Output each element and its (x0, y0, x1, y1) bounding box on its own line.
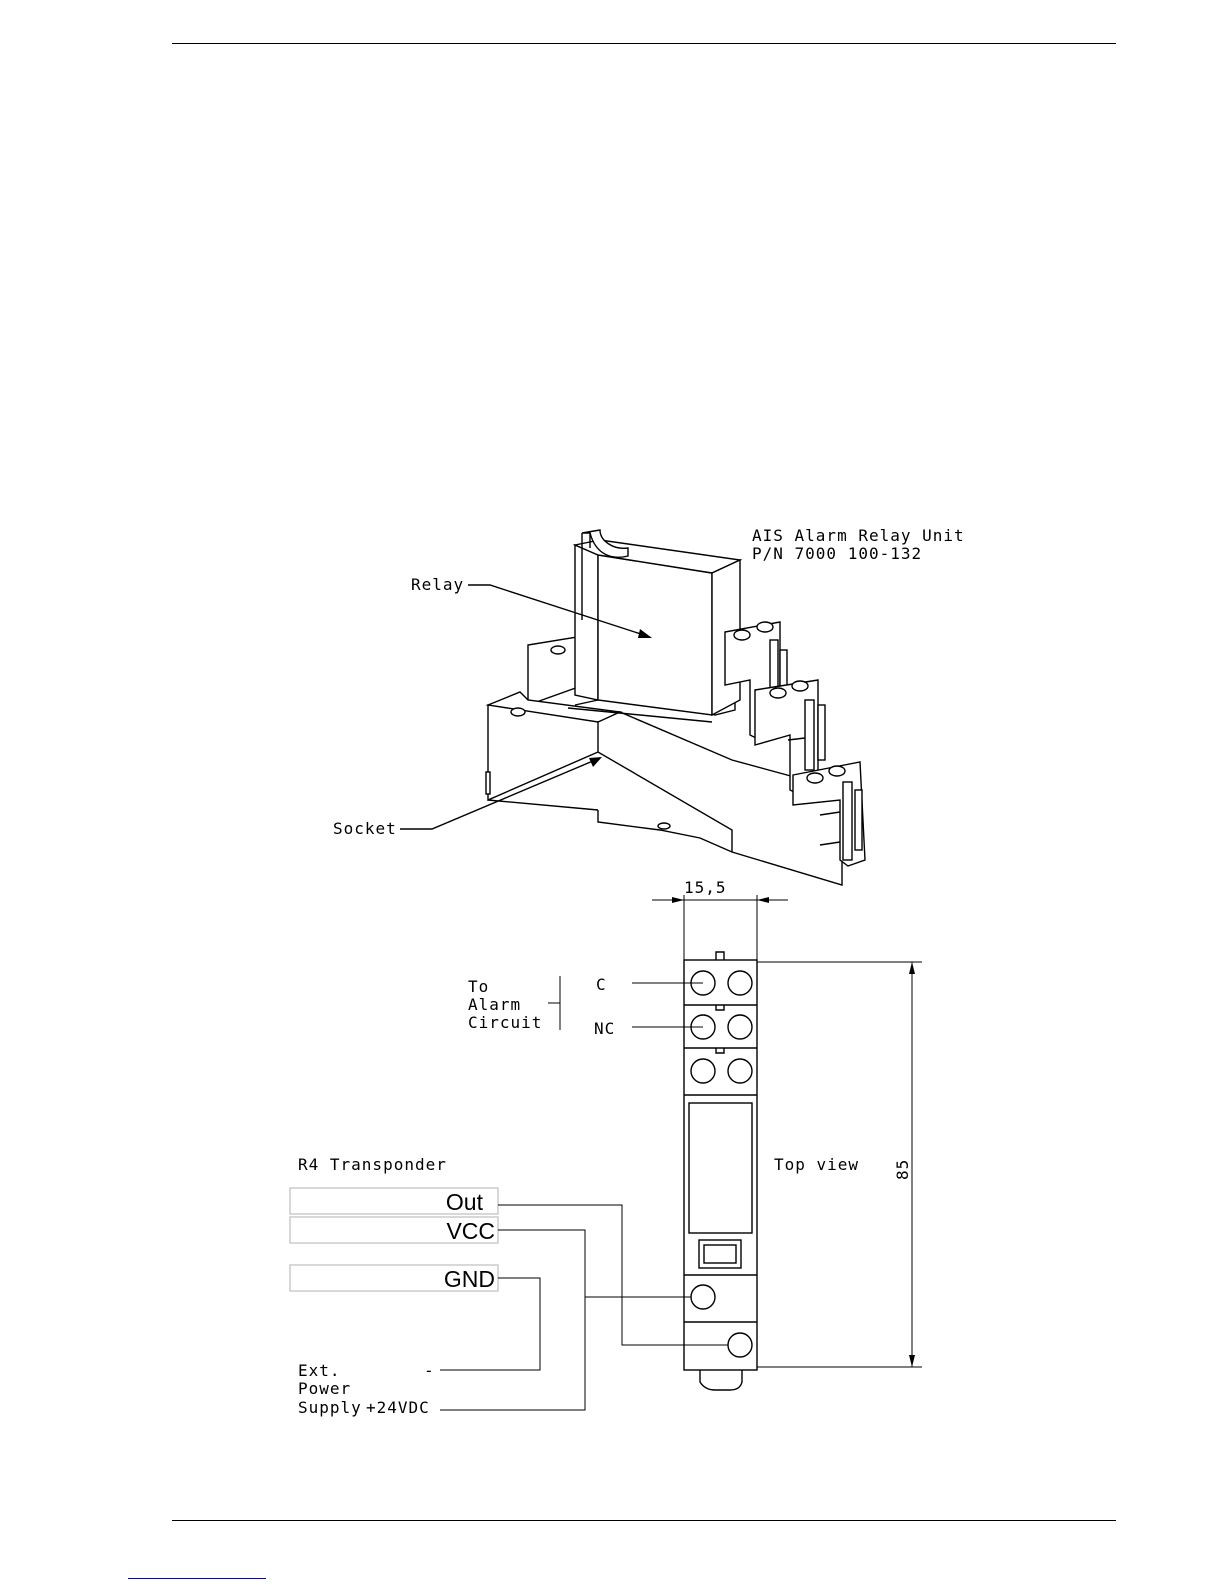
vcc-wire (440, 1230, 585, 1410)
power-plus-label: +24VDC (366, 1398, 430, 1417)
socket-callout-label: Socket (333, 819, 397, 838)
socket-arrowhead (589, 757, 602, 767)
terminal-c-label: C (596, 975, 607, 994)
transponder-title: R4 Transponder (298, 1155, 447, 1174)
relay-unit-illustration (486, 530, 865, 885)
alarm-label-line3: Circuit (468, 1013, 542, 1032)
alarm-label-line1: To (468, 977, 489, 996)
top-view-label: Top view (774, 1155, 859, 1174)
pin-vcc-label: VCC (446, 1218, 495, 1244)
height-dimension: 85 (893, 1159, 912, 1180)
terminal-nc-label: NC (594, 1019, 615, 1038)
power-label-line2: Power (298, 1379, 351, 1398)
part-number: P/N 7000 100-132 (752, 544, 922, 563)
power-label-line3: Supply (298, 1398, 362, 1417)
power-minus-label: - (424, 1361, 435, 1380)
power-label-line1: Ext. (298, 1361, 341, 1380)
pin-gnd-label: GND (444, 1266, 495, 1292)
alarm-label-line2: Alarm (468, 995, 521, 1014)
width-dimension: 15,5 (684, 878, 727, 897)
relay-callout-label: Relay (411, 575, 464, 594)
top-view-drawing (652, 895, 922, 1390)
unit-title: AIS Alarm Relay Unit (752, 526, 965, 545)
pin-out-label: Out (446, 1189, 484, 1215)
